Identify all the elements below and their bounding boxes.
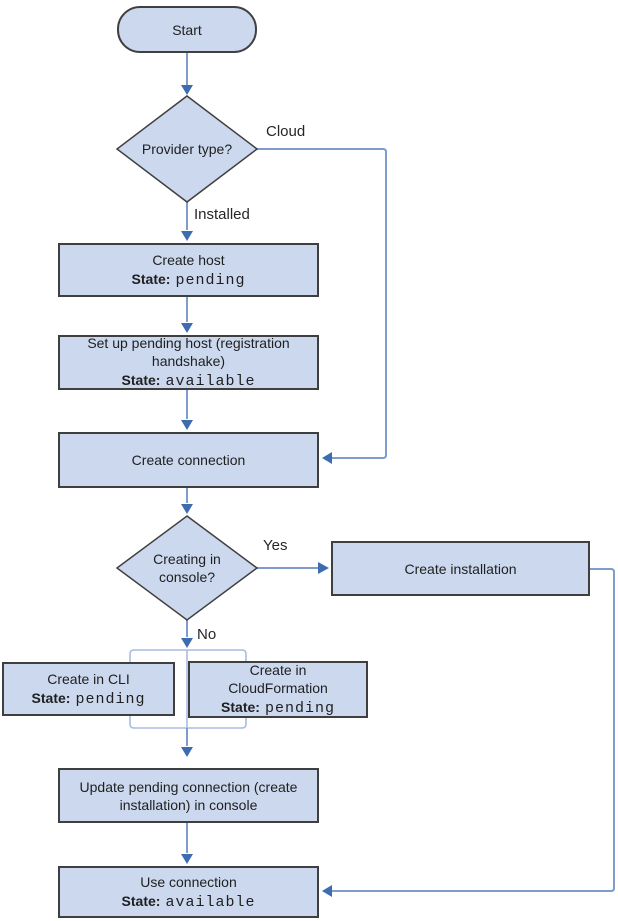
use-connection-node: Use connection State:available <box>58 866 319 918</box>
state-key: State: <box>121 892 161 909</box>
use-connection-label: Use connection <box>140 873 237 890</box>
creating-in-console-label: Creating in console? <box>153 551 221 585</box>
create-cloudformation-node: Create in CloudFormation State:pending <box>188 661 368 718</box>
create-connection-node: Create connection <box>58 432 319 488</box>
create-host-label: Create host <box>152 251 225 268</box>
create-host-state: State:pending <box>132 270 246 290</box>
edge-label-installed: Installed <box>194 206 250 223</box>
state-key: State: <box>121 372 161 388</box>
use-connection-state: State:available <box>122 892 256 912</box>
arrowhead-down-icon <box>181 231 193 241</box>
create-host-node: Create host State:pending <box>58 243 319 297</box>
edge-label-cloud: Cloud <box>266 123 306 140</box>
create-connection-label: Create connection <box>131 452 246 468</box>
state-key: State: <box>31 689 71 706</box>
create-installation-node: Create installation <box>331 541 590 596</box>
state-value: pending <box>175 271 246 289</box>
arrowhead-right-icon <box>318 562 329 574</box>
edge-create-installation-to-use-connection <box>328 568 615 892</box>
state-value: available <box>165 373 256 390</box>
arrowhead-down-icon <box>181 854 193 864</box>
create-cli-state: State:pending <box>32 689 146 709</box>
setup-host-state: State:available <box>122 371 256 391</box>
edge-label-no: No <box>197 626 217 643</box>
state-key: State: <box>221 699 260 715</box>
setup-host-node: Set up pending host (registration handsh… <box>58 335 319 390</box>
arrowhead-down-icon <box>181 420 193 430</box>
arrowhead-down-icon <box>181 504 193 514</box>
arrowhead-down-icon <box>181 85 193 95</box>
create-cli-label: Create in CLI <box>47 670 130 687</box>
arrowhead-left-icon <box>322 885 332 897</box>
arrowhead-down-icon <box>181 323 193 333</box>
start-label: Start <box>172 21 202 38</box>
state-value: pending <box>75 690 146 708</box>
update-pending-connection-node: Update pending connection (create instal… <box>58 768 319 823</box>
create-installation-label: Create installation <box>404 560 517 577</box>
arrowhead-down-icon <box>181 747 193 757</box>
edge-label-yes: Yes <box>263 537 288 554</box>
state-value: pending <box>264 700 335 717</box>
update-pending-connection-label: Update pending connection (create instal… <box>79 778 298 813</box>
connector-lines <box>186 53 615 892</box>
edge-cloud-to-create-connection <box>257 148 387 459</box>
arrowhead-left-icon <box>322 452 332 464</box>
creating-in-console-diamond <box>115 515 259 621</box>
start-node: Start <box>117 6 257 53</box>
state-value: available <box>165 893 256 911</box>
decision-shapes <box>115 95 259 621</box>
state-key: State: <box>131 270 171 287</box>
create-cli-node: Create in CLI State:pending <box>2 662 175 716</box>
provider-type-label: Provider type? <box>141 141 233 157</box>
create-cloudformation-label: Create in CloudFormation <box>228 662 328 696</box>
no-branch-split-bracket <box>129 649 247 729</box>
arrowheads <box>181 85 332 897</box>
arrowhead-down-icon <box>181 638 193 648</box>
setup-host-label: Set up pending host (registration handsh… <box>87 335 290 369</box>
provider-type-diamond <box>115 95 259 203</box>
create-cloudformation-state: State:pending <box>221 698 335 718</box>
